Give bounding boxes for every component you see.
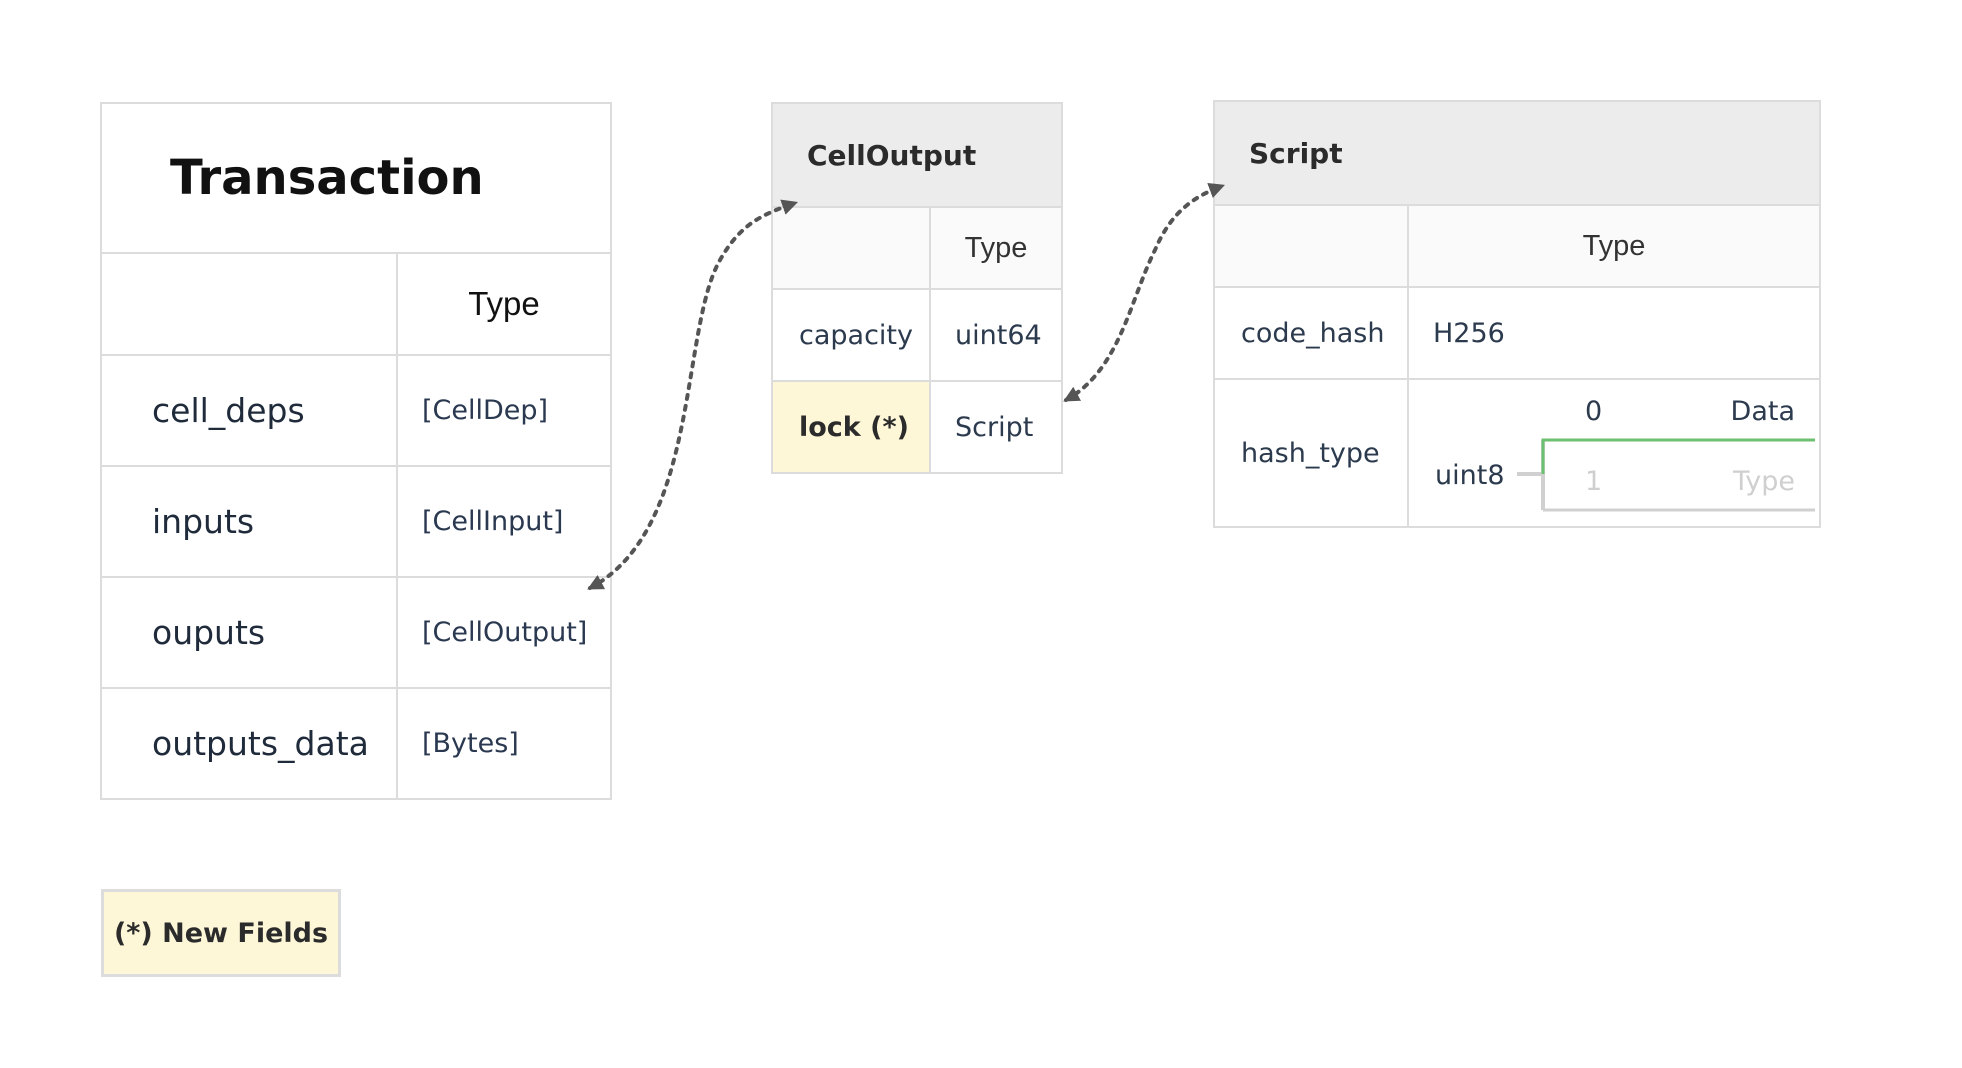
field-type: [Bytes] [396, 687, 612, 800]
cell-output-table: CellOutput Type capacity uint64 lock (*)… [771, 102, 1063, 474]
field-name: code_hash [1213, 286, 1409, 380]
enum-branch-lines [1517, 438, 1815, 512]
enum-label-1: Type [1732, 466, 1795, 497]
hash-type-base-type: uint8 [1435, 460, 1505, 491]
script-type-header: Type [1407, 204, 1821, 288]
transaction-header-blank [100, 252, 398, 356]
enum-branch-active [1541, 438, 1815, 474]
cell-output-type-header: Type [929, 206, 1063, 290]
field-type: H256 [1407, 286, 1821, 380]
transaction-row-outputs-data: outputs_data [Bytes] [100, 687, 612, 800]
hash-type-enum-cell: uint8 0 Data 1 Type [1407, 378, 1821, 528]
hash-type-enum: uint8 0 Data 1 Type [1409, 380, 1819, 526]
transaction-row-inputs: inputs [CellInput] [100, 465, 612, 578]
transaction-title: Transaction [100, 102, 612, 254]
new-fields-legend: (*) New Fields [101, 889, 341, 977]
outputs-to-celloutput-arrow [587, 199, 799, 590]
script-row-code-hash: code_hash H256 [1213, 286, 1821, 380]
cell-output-title: CellOutput [771, 102, 1063, 208]
field-type: [CellInput] [396, 465, 612, 578]
transaction-row-outputs: ouputs [CellOutput] [100, 576, 612, 689]
script-table: Script Type code_hash H256 hash_type uin… [1213, 100, 1821, 528]
script-title: Script [1213, 100, 1821, 206]
lock-to-script-arrow [1063, 183, 1225, 402]
field-name: hash_type [1213, 378, 1409, 528]
field-type: uint64 [929, 288, 1063, 382]
field-name: cell_deps [100, 354, 398, 467]
enum-label-0: Data [1730, 396, 1795, 427]
transaction-row-cell-deps: cell_deps [CellDep] [100, 354, 612, 467]
field-type: [CellDep] [396, 354, 612, 467]
enum-value-0: 0 [1585, 396, 1603, 427]
script-row-hash-type: hash_type uint8 0 Data 1 Type [1213, 378, 1821, 528]
transaction-type-header: Type [396, 252, 612, 356]
field-name: ouputs [100, 576, 398, 689]
field-name: outputs_data [100, 687, 398, 800]
field-type: Script [929, 380, 1063, 474]
field-type: [CellOutput] [396, 576, 612, 689]
transaction-table: Transaction Type cell_deps [CellDep] inp… [100, 102, 612, 800]
field-name: inputs [100, 465, 398, 578]
enum-value-1: 1 [1585, 466, 1603, 497]
